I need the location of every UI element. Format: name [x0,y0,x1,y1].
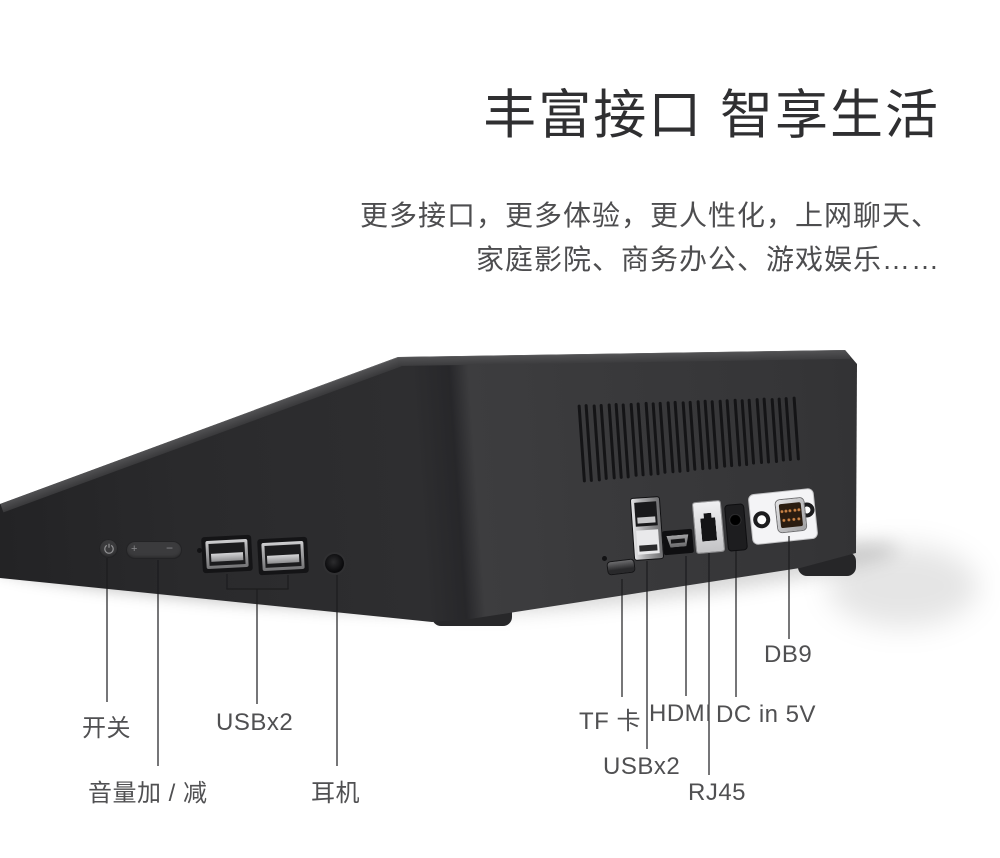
volume-plus-icon: + [131,543,138,555]
power-icon [103,543,114,554]
label-headphone: 耳机 [311,780,360,807]
power-button [99,539,118,558]
label-db9: DB9 [764,641,813,668]
label-volume: 音量加 / 减 [88,780,208,807]
subtitle-line-1: 更多接口，更多体验，更人性化，上网聊天、 [359,199,940,231]
label-power: 开关 [82,715,131,742]
hero-text-block: 丰富接口 智享生活 更多接口，更多体验，更人性化，上网聊天、 家庭影院、商务办公… [360,84,940,282]
headphone-jack [325,554,344,573]
volume-rocker: + − [126,541,182,559]
page-title: 丰富接口 智享生活 [483,86,940,145]
label-usb-back: USBx2 [603,753,681,780]
subtitle-line-2: 家庭影院、商务办公、游戏娱乐…… [475,243,940,275]
reset-pinhole-icon [602,556,607,561]
label-dc: DC in 5V [716,701,817,728]
label-usb-front: USBx2 [216,709,294,736]
mic-hole-icon [197,548,202,553]
label-tf: TF 卡 [579,708,641,735]
label-hdmi: HDMI [649,700,713,727]
volume-minus-icon: − [165,541,173,555]
label-rj45: RJ45 [688,779,747,806]
